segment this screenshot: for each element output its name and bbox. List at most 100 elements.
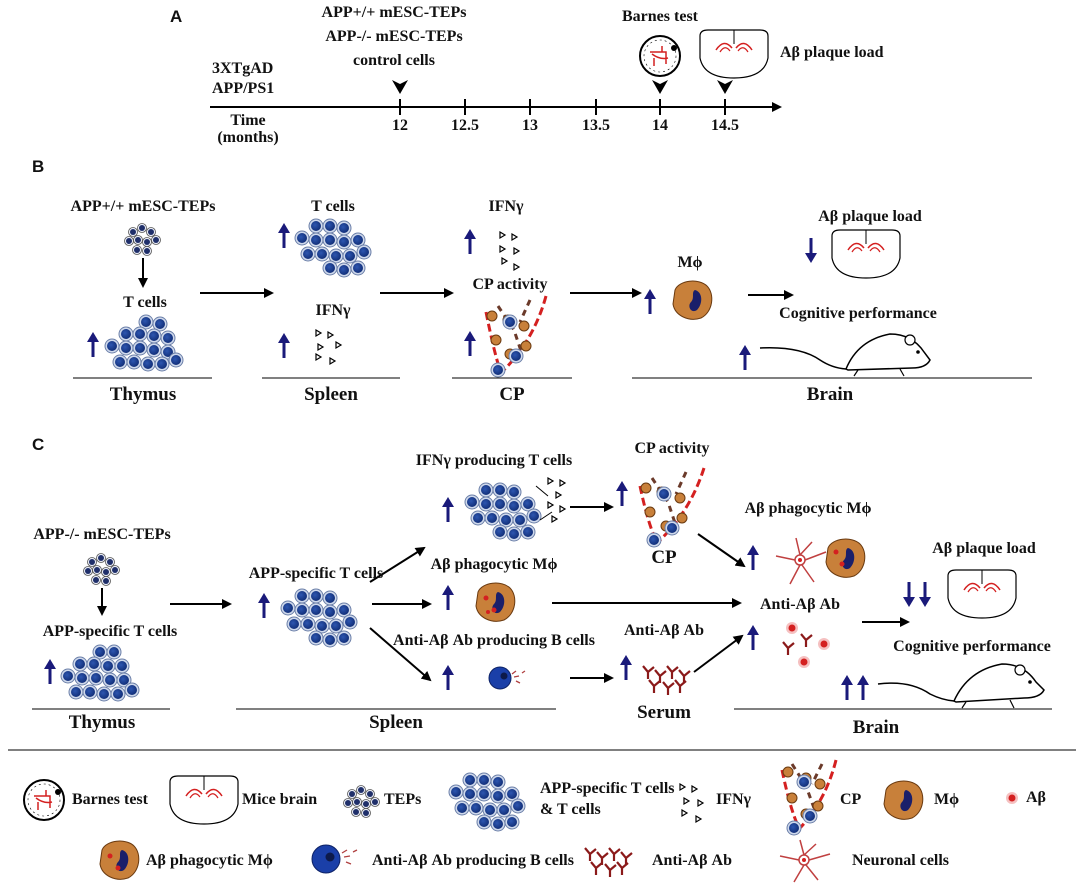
b-organ-cp: CP — [499, 384, 525, 405]
brain-icon-b — [831, 229, 901, 279]
tick-13-5: 13.5 — [582, 117, 610, 134]
neuron-icon-c — [775, 537, 827, 585]
legend-tcells-icon — [448, 772, 526, 832]
mphi-icon-c-brain — [825, 538, 866, 578]
time-unit-label: (months) — [217, 129, 279, 146]
tcell-cluster-c-thymus — [60, 644, 140, 702]
ifn-b-spleen — [315, 329, 342, 365]
treatment-app-pp: APP+/+ mESC-TEPs — [321, 4, 467, 21]
barnes-test-label: Barnes test — [622, 8, 698, 25]
c-thymus-cells-label: APP-specific T cells — [42, 623, 178, 640]
plaque-marker — [717, 80, 733, 94]
cp-icon-c — [638, 467, 706, 548]
mphi-icon-c-spleen — [475, 582, 516, 622]
b-cognitive-label: Cognitive performance — [779, 305, 937, 322]
b-organ-thymus: Thymus — [109, 384, 177, 405]
legend-ifn-icon — [679, 783, 704, 823]
c-organ-brain: Brain — [852, 717, 900, 738]
tcell-cluster-c-ifn — [464, 482, 542, 542]
barnes-test-icon — [639, 35, 681, 77]
mouse-icon-b — [759, 333, 931, 377]
c-cognitive-label: Cognitive performance — [893, 638, 1051, 655]
c-organ-spleen: Spleen — [369, 712, 423, 733]
b-spleen-ifn-label: IFNγ — [315, 302, 351, 319]
treatment-control: control cells — [353, 52, 435, 69]
legend-bcells-label: Anti-Aβ Ab producing B cells — [372, 852, 574, 869]
c-serum-ab-label: Anti-Aβ Ab — [624, 622, 704, 639]
c-cp-activity-label: CP activity — [634, 440, 710, 457]
plaque-load-label-a: Aβ plaque load — [780, 44, 884, 61]
b-cp-activity-label: CP activity — [472, 276, 548, 293]
c-ifn-tcells-label: IFNγ producing T cells — [415, 452, 573, 469]
panel-a-letter: A — [170, 7, 183, 26]
brain-icon-c — [947, 569, 1017, 619]
c-brain-mphi-label: Aβ phagocytic Mϕ — [744, 500, 872, 517]
legend-phago-abeta — [107, 853, 121, 871]
model-app-ps1: APP/PS1 — [212, 80, 275, 97]
legend-cp-icon — [780, 759, 838, 836]
c-spleen-cells-label: APP-specific T cells — [248, 565, 384, 582]
legend-phago-label: Aβ phagocytic Mϕ — [146, 852, 273, 869]
b-plaque-label: Aβ plaque load — [818, 208, 922, 225]
legend-abeta-label: Aβ — [1026, 789, 1046, 806]
cp-icon-b — [484, 295, 548, 378]
legend-bcell-icon — [311, 844, 358, 874]
tick-12-5: 12.5 — [451, 117, 479, 134]
c-serum-label: Serum — [637, 702, 691, 723]
ifn-c — [547, 477, 566, 523]
tcell-cluster-b-spleen — [294, 218, 372, 278]
b-thymus-tcells-label: T cells — [123, 294, 167, 311]
legend-barnes-label: Barnes test — [72, 791, 148, 808]
legend-abeta-icon — [1006, 792, 1018, 804]
teps-cluster-b — [124, 223, 161, 256]
tick-13: 13 — [522, 117, 538, 134]
legend-antibody-icon — [583, 846, 634, 879]
treatment-app-mm: APP-/- mESC-TEPs — [325, 28, 463, 45]
model-3xtgad: 3XTgAD — [212, 60, 274, 77]
tick-12: 12 — [392, 117, 408, 134]
panel-b-letter: B — [32, 157, 45, 176]
b-cp-ifn-label: IFNγ — [488, 198, 524, 215]
antibody-abeta-c-brain — [781, 622, 830, 668]
b-organ-brain: Brain — [806, 384, 854, 405]
barnes-marker — [652, 80, 668, 94]
legend-ab-label: Anti-Aβ Ab — [652, 852, 732, 869]
bcell-icon-c — [488, 666, 526, 690]
time-label: Time — [230, 112, 266, 129]
legend-brain-label: Mice brain — [242, 791, 318, 808]
timeline-ticks — [399, 99, 726, 115]
c-organ-thymus: Thymus — [68, 712, 136, 733]
legend-ifn-label: IFNγ — [716, 791, 752, 808]
b-source-label: APP+/+ mESC-TEPs — [70, 198, 216, 215]
legend-cp-label: CP — [840, 791, 862, 808]
legend-barnes-icon — [23, 779, 65, 821]
tcell-cluster-c-spleen — [280, 588, 358, 648]
mphi-c-spleen-abeta — [483, 595, 497, 614]
mphi-icon-b — [672, 280, 713, 320]
b-mphi-label: Mϕ — [677, 254, 703, 271]
mouse-icon-c — [877, 663, 1045, 709]
b-spleen-tcells-label: T cells — [311, 198, 355, 215]
legend-brain-icon — [169, 775, 239, 825]
legend-neuron-icon — [779, 839, 831, 883]
c-bcells-label: Anti-Aβ Ab producing B cells — [393, 632, 595, 649]
tick-14-5: 14.5 — [711, 117, 739, 134]
panel-c-letter: C — [32, 435, 45, 454]
legend-neuron-label: Neuronal cells — [852, 852, 950, 869]
c-brain-ab-label: Anti-Aβ Ab — [760, 596, 840, 613]
legend-teps-icon — [343, 785, 380, 818]
ifn-b-cp — [499, 231, 520, 271]
mice-brain-icon — [699, 29, 769, 79]
teps-cluster-c — [83, 553, 120, 586]
c-spleen-mphi-label: Aβ phagocytic Mϕ — [430, 556, 558, 573]
legend-mphi-label: Mϕ — [934, 791, 960, 808]
b-organ-spleen: Spleen — [304, 384, 358, 405]
legend-tcells-label-1: APP-specific T cells — [540, 780, 675, 797]
tick-14: 14 — [652, 117, 668, 134]
legend-mphi-icon — [883, 780, 924, 820]
mphi-c-brain-abeta — [833, 549, 845, 567]
antibody-cluster-c-serum — [641, 664, 692, 697]
tcell-cluster-b-thymus — [104, 314, 184, 372]
